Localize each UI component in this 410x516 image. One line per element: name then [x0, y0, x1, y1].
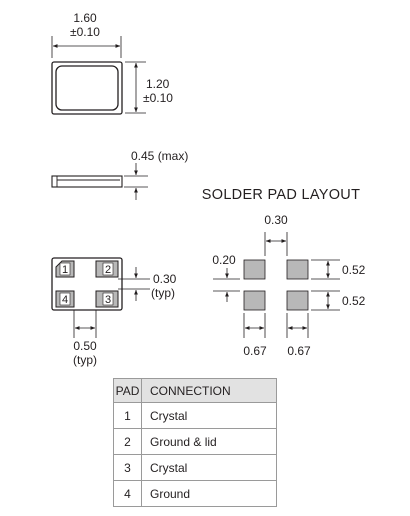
pad-3-label: 3 [105, 294, 111, 306]
cell-pad: 1 [113, 402, 142, 429]
thickness-label: 0.45 (max) [131, 149, 188, 163]
land-pad-bottom-right [286, 290, 309, 311]
side-view: 0.45 (max) [51, 149, 188, 200]
pad-width-right-value: 0.67 [287, 344, 311, 358]
thickness-dimension: 0.45 (max) [124, 149, 188, 200]
table-row: 2 Ground & lid [113, 428, 277, 455]
pad-height-top-dimension: 0.52 [311, 259, 366, 280]
package-side-outline [51, 175, 123, 188]
top-view: 1.60 ±0.10 1.20 ±0.10 [51, 11, 173, 115]
pad-height-bottom-dimension: 0.52 [311, 290, 366, 311]
package-lid-outline [55, 65, 119, 111]
package-bottom-outline [51, 257, 123, 311]
pad-gap-value: 0.30 [153, 272, 177, 286]
width-value: 1.60 [73, 11, 97, 25]
land-pad-bottom-left [243, 290, 266, 311]
vertical-gap-value: 0.20 [212, 253, 236, 267]
pad-width-dimension: 0.50 (typ) [73, 310, 97, 367]
table-header-row: PAD CONNECTION [113, 378, 277, 403]
header-connection: CONNECTION [141, 378, 277, 403]
cell-connection: Ground & lid [141, 428, 277, 455]
pad-4-label: 4 [62, 294, 68, 306]
pad-height-bottom-value: 0.52 [342, 294, 366, 308]
pad-width-left-dimension: 0.67 [243, 313, 267, 358]
width-dimension: 1.60 ±0.10 [51, 11, 122, 58]
solder-pad-layout: SOLDER PAD LAYOUT 0.30 0.20 0.52 [202, 187, 366, 358]
pad-width-note: (typ) [73, 353, 97, 367]
horizontal-gap-dimension: 0.30 [264, 213, 288, 256]
height-dimension: 1.20 ±0.10 [125, 61, 173, 114]
pad-connection-table: PAD CONNECTION 1 Crystal 2 Ground & lid … [113, 378, 277, 507]
land-pad-top-left [243, 259, 266, 280]
land-pad-top-right [286, 259, 309, 280]
package-top-outline [51, 61, 123, 115]
height-value: 1.20 [146, 77, 170, 91]
width-tolerance: ±0.10 [70, 25, 100, 39]
pad-gap-note: (typ) [151, 286, 175, 300]
bottom-view: 1 2 3 4 0.30 (typ) 0.50 (typ) [51, 257, 177, 367]
height-tolerance: ±0.10 [143, 91, 173, 105]
pad-height-top-value: 0.52 [342, 263, 366, 277]
table-row: 1 Crystal [113, 402, 277, 429]
pad-width-right-dimension: 0.67 [286, 313, 311, 358]
pad-width-left-value: 0.67 [243, 344, 267, 358]
horizontal-gap-value: 0.30 [264, 213, 288, 227]
vertical-gap-dimension: 0.20 [212, 253, 240, 302]
pad-2-label: 2 [105, 264, 111, 276]
pad-gap-dimension: 0.30 (typ) [118, 267, 177, 301]
cell-pad: 4 [113, 480, 142, 507]
cell-connection: Crystal [141, 454, 277, 481]
cell-connection: Crystal [141, 402, 277, 429]
cell-pad: 3 [113, 454, 142, 481]
table-row: 4 Ground [113, 480, 277, 507]
cell-connection: Ground [141, 480, 277, 507]
solder-pad-layout-title: SOLDER PAD LAYOUT [202, 187, 360, 203]
cell-pad: 2 [113, 428, 142, 455]
pad-1-label: 1 [62, 264, 68, 276]
header-pad: PAD [113, 378, 142, 403]
pad-width-value: 0.50 [73, 339, 97, 353]
table-row: 3 Crystal [113, 454, 277, 481]
